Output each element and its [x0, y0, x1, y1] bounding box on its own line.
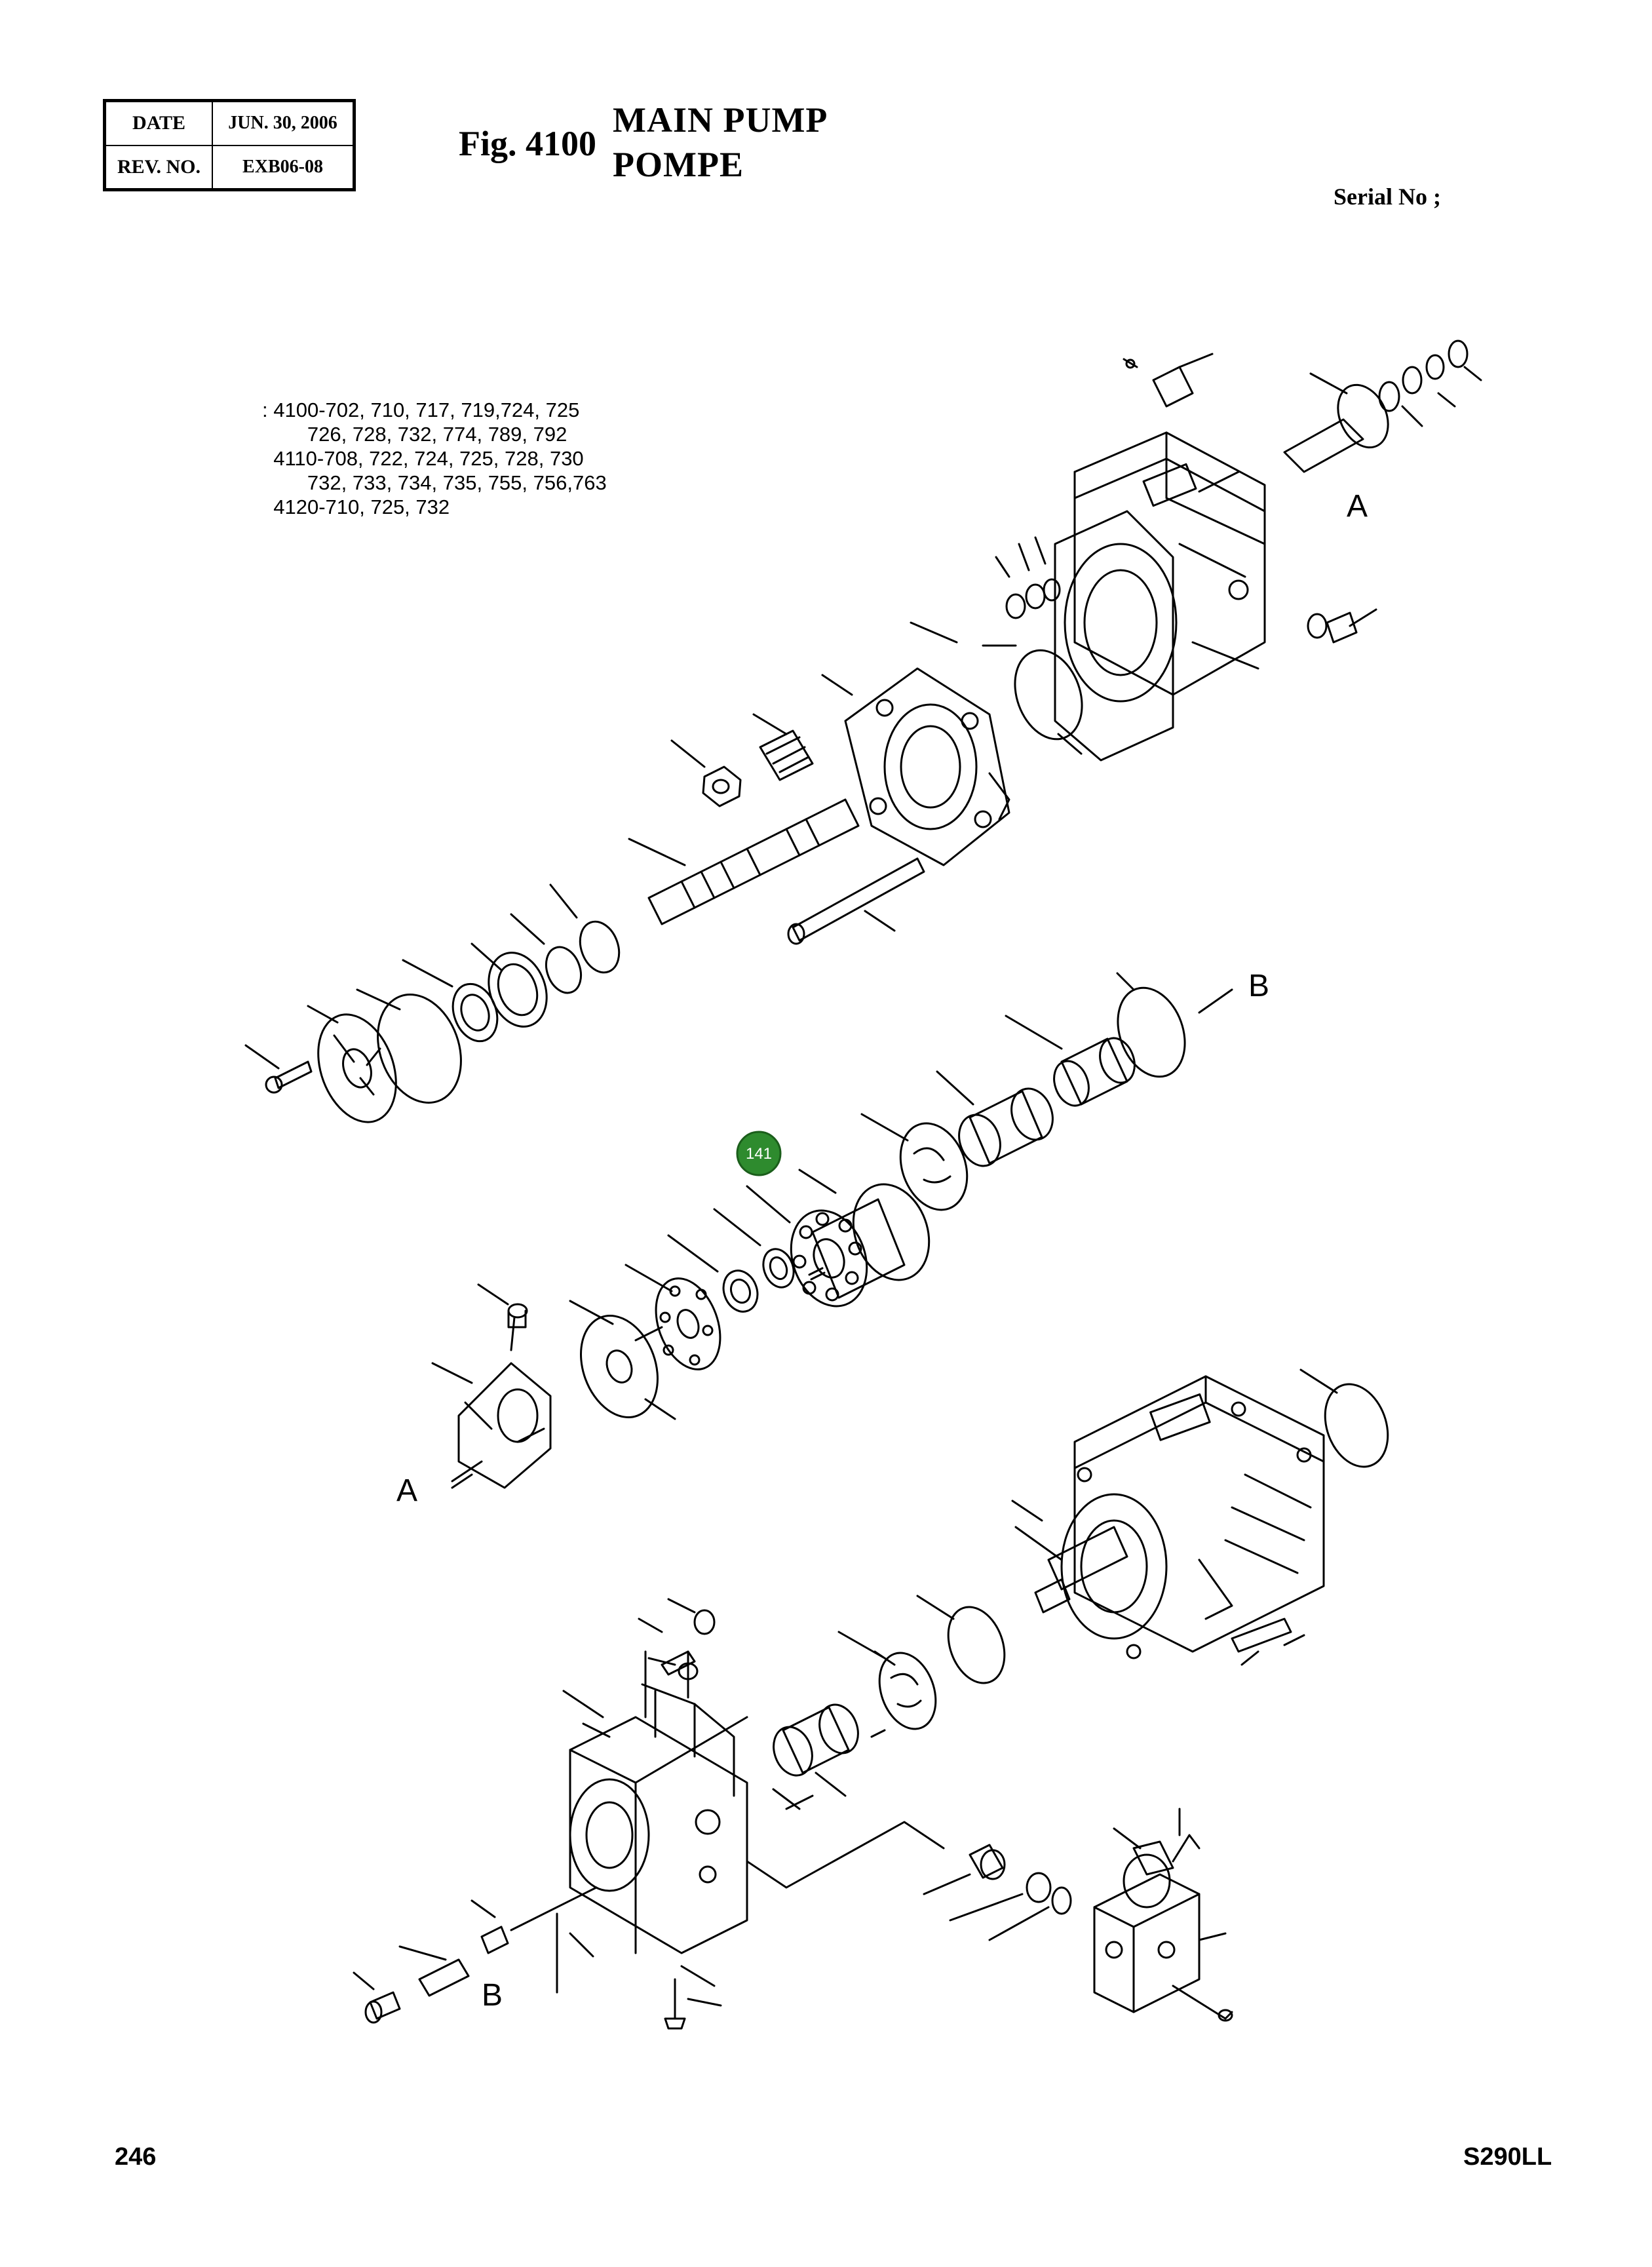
figure-number: Fig. 4100 — [459, 124, 596, 163]
hex-nut — [670, 739, 742, 807]
note-line: 4120-710, 725, 732 — [262, 495, 450, 518]
leader-line — [451, 1460, 483, 1482]
solenoid-valve — [1093, 1808, 1233, 2022]
leader-line — [356, 988, 401, 1011]
note-line: 726, 728, 732, 774, 789, 792 — [262, 423, 567, 446]
connection-line — [746, 1788, 945, 1889]
ref-label-b-right: B — [1248, 969, 1269, 1003]
figure-title-fr: POMPE — [613, 145, 744, 184]
leader-line — [916, 1595, 955, 1620]
ref-label-b-lower: B — [482, 1978, 503, 2013]
bearing-set — [402, 883, 621, 1043]
parts-kit-note: : 4100-702, 710, 717, 719,724, 725 726, … — [262, 398, 607, 519]
housing-o-ring — [1014, 649, 1083, 741]
spherical-bush — [667, 1234, 759, 1313]
upper-assembly — [244, 339, 1482, 1123]
shoe-plate — [580, 1315, 676, 1420]
end-plate — [307, 1005, 397, 1123]
leader-line — [556, 1912, 594, 1994]
date-value: JUN. 30, 2006 — [212, 102, 353, 145]
second-housing — [1011, 1375, 1325, 1666]
regulator-cover — [562, 1683, 748, 1954]
leader-line — [569, 1300, 614, 1325]
spline-sleeve — [1005, 1015, 1136, 1107]
plate-bolt — [244, 1044, 313, 1094]
lower-assembly — [353, 1595, 1233, 2030]
small-fittings — [923, 1844, 1072, 1941]
top-screws — [638, 1598, 716, 1718]
leader-line — [910, 621, 958, 644]
page-number: 246 — [115, 2143, 157, 2171]
note-line: 4110-708, 722, 724, 725, 728, 730 — [262, 447, 584, 470]
model-name: S290LL — [1463, 2143, 1552, 2171]
pin — [870, 1729, 886, 1738]
leader-line — [1198, 471, 1240, 493]
ref-label-a-upper: A — [1347, 489, 1368, 524]
cylinder-block — [790, 1169, 931, 1308]
revision-table: DATE JUN. 30, 2006 REV. NO. EXB06-08 — [103, 99, 356, 191]
leader-line — [1116, 972, 1233, 1014]
drive-shaft — [628, 798, 860, 925]
top-fitting — [1123, 353, 1214, 408]
figure-title-en: MAIN PUMP — [613, 100, 828, 140]
guide-pin — [634, 1326, 663, 1342]
retainer-plate — [624, 1264, 721, 1370]
top-right-plug — [1283, 339, 1482, 473]
needle-bearing — [936, 1070, 1054, 1167]
second-o-ring — [1324, 1383, 1389, 1468]
callout-label: 141 — [746, 1145, 772, 1163]
valve-plate — [860, 1113, 969, 1211]
ref-label-a-lower: A — [396, 1473, 417, 1508]
lower-valve-plate — [837, 1631, 937, 1730]
rev-label: REV. NO. — [106, 145, 212, 189]
swash-plate — [431, 1283, 552, 1489]
coupling-sleeve — [752, 713, 814, 781]
flange-cover — [821, 667, 1010, 866]
lower-left-pins — [353, 1886, 598, 2024]
leader-line — [1299, 1368, 1338, 1394]
serial-number-label: Serial No ; — [1334, 184, 1441, 210]
rev-value: EXB06-08 — [212, 145, 353, 189]
bottom-screw — [664, 1978, 686, 2030]
pump-housing — [1054, 431, 1266, 762]
side-plug — [1307, 608, 1377, 644]
large-o-ring — [377, 994, 462, 1104]
middle-assembly — [431, 972, 1233, 1489]
date-label: DATE — [106, 102, 212, 145]
leader-line — [1057, 733, 1083, 755]
long-bolt — [787, 857, 925, 945]
part-callout-141[interactable]: 141 — [736, 1131, 782, 1176]
lower-bearing — [773, 1703, 859, 1797]
housing-seals — [995, 536, 1061, 619]
callout-circle[interactable] — [736, 1131, 782, 1176]
spring-spacer — [713, 1185, 826, 1289]
leader-line — [680, 1965, 722, 2007]
lower-o-ring — [947, 1606, 1006, 1684]
note-line: : 4100-702, 710, 717, 719,724, 725 — [262, 398, 580, 421]
note-line: 732, 733, 734, 735, 755, 756,763 — [262, 471, 607, 494]
middle-o-ring — [1117, 986, 1186, 1078]
